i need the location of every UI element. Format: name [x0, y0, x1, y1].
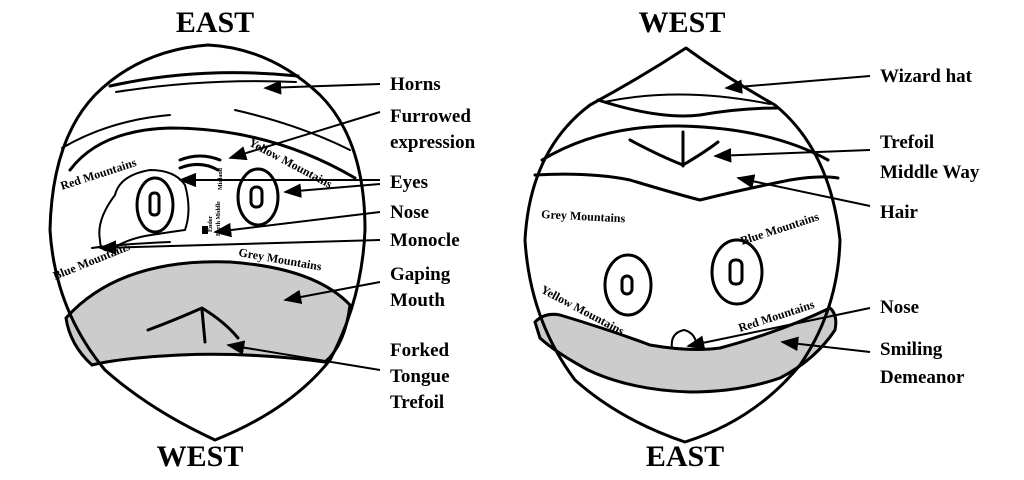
left-region-yellow-mountains: Yellow Mountains [247, 135, 335, 191]
left-nose-marker [202, 226, 208, 234]
left-monocle-line [91, 241, 171, 249]
left-upper-band [68, 126, 357, 180]
right-pupil-west [620, 274, 634, 296]
label-trefoil-1: Trefoil [880, 132, 934, 153]
label-hair: Hair [880, 202, 919, 223]
right-hair-top [540, 124, 830, 162]
arrow-trefoil [713, 148, 871, 163]
right-region-blue-mountains: Blue Mountains [739, 209, 821, 248]
arrow-smile [780, 336, 871, 353]
arrow-eyes-east [283, 183, 381, 198]
left-eye-west [135, 176, 175, 234]
right-top-direction: WEST [639, 6, 726, 39]
label-monocle: Monocle [390, 230, 460, 251]
arrow-horns [263, 80, 381, 95]
left-yellow-mountain-line [234, 109, 351, 151]
arrow-furrowed [228, 111, 381, 161]
label-smile-1: Smiling [880, 339, 943, 360]
label-smile-2: Demeanor [880, 367, 965, 388]
left-map: EAST WEST Red Mountains [48, 6, 476, 473]
left-furrow-1 [178, 154, 222, 162]
right-map: WEST EAST Grey Mountains Blue Mountains … [523, 6, 980, 473]
left-horns-line-2 [115, 80, 297, 93]
left-tongue-stem [200, 308, 207, 344]
arrow-hair [736, 174, 871, 207]
label-tongue-3: Trefoil [390, 392, 444, 413]
right-region-grey-mountains: Grey Mountains [541, 207, 626, 225]
label-horns: Horns [390, 74, 441, 95]
arrow-wizard-hat [724, 75, 871, 94]
left-red-mountain-line [61, 114, 171, 149]
label-furrowed-1: Furrowed [390, 106, 471, 127]
arrow-nose [213, 211, 381, 238]
right-pupil-east [728, 258, 744, 286]
right-hair-bottom [533, 172, 840, 202]
right-hat-line-2 [603, 93, 771, 105]
right-trefoil [628, 138, 720, 167]
label-trefoil-2: Middle Way [880, 162, 980, 183]
label-tongue-1: Forked [390, 340, 450, 361]
left-eye-east [236, 167, 280, 227]
left-forked-tongue [146, 306, 240, 340]
left-region-endor: Endor [208, 215, 214, 232]
left-region-earth-middle: Earth Middle [216, 201, 222, 236]
left-furrow-2 [178, 163, 220, 172]
arrow-tongue [226, 340, 381, 371]
left-pupil-east [249, 185, 264, 209]
right-hat-line-1 [596, 98, 780, 118]
label-mouth-1: Gaping [390, 264, 451, 285]
arrow-nose-right [686, 307, 871, 350]
right-bottom-direction: EAST [646, 440, 724, 473]
left-region-blue-mountains: Blue Mountains [51, 239, 132, 283]
right-eye-east [710, 238, 764, 306]
left-bottom-direction: WEST [157, 440, 244, 473]
label-wizard-hat: Wizard hat [880, 66, 973, 87]
label-mouth-2: Mouth [390, 290, 445, 311]
label-nose-right: Nose [880, 297, 919, 318]
arrow-monocle [98, 239, 381, 255]
left-map-outline [48, 43, 367, 442]
left-region-midland: Midland [218, 167, 224, 190]
left-pupil-west [148, 191, 161, 217]
label-furrowed-2: expression [390, 132, 476, 153]
label-tongue-2: Tongue [390, 366, 450, 387]
label-nose: Nose [390, 202, 429, 223]
left-horns-line [108, 71, 300, 88]
arrow-mouth [283, 281, 381, 305]
left-region-red-mountains: Red Mountains [59, 155, 139, 193]
right-eye-west [603, 253, 653, 317]
left-top-direction: EAST [176, 6, 254, 39]
right-map-outline [523, 46, 842, 444]
label-eyes: Eyes [390, 172, 428, 193]
